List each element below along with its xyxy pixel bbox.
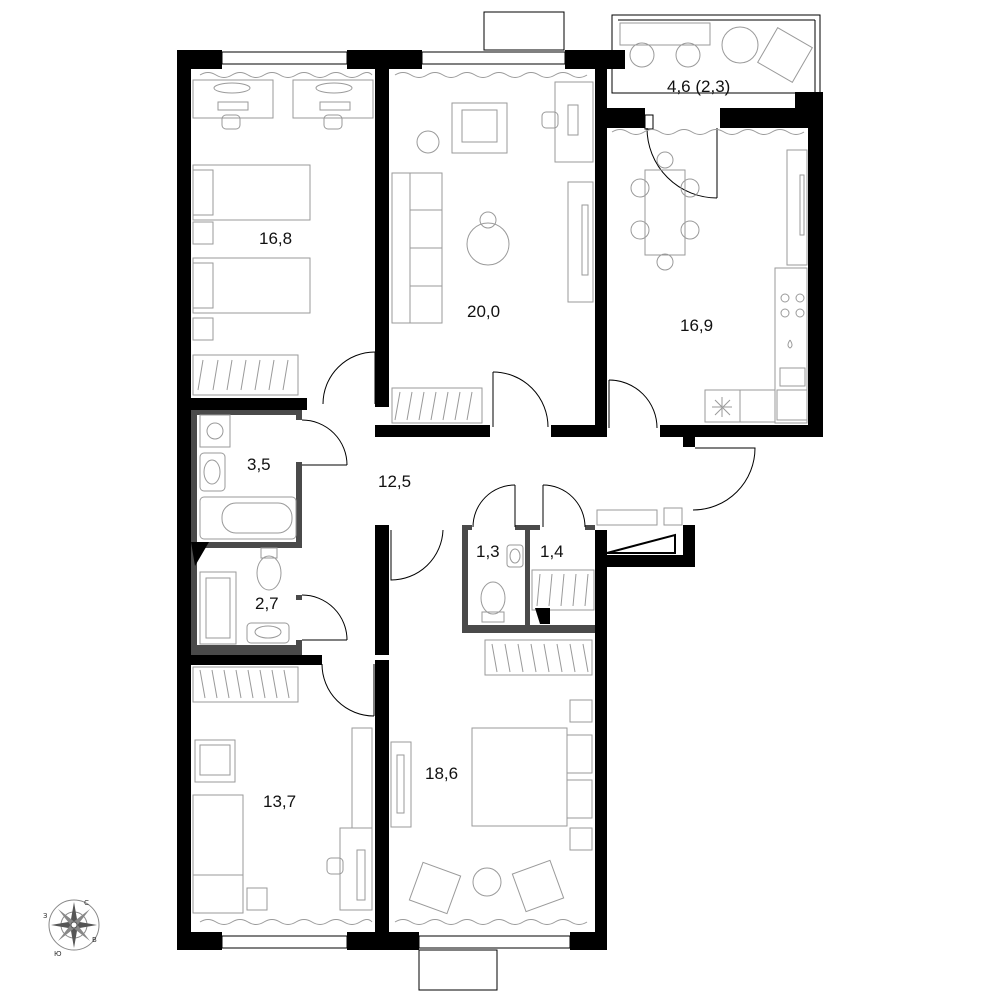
room-area-wc-small: 1,3	[476, 542, 500, 561]
room-area-living-room: 20,0	[467, 302, 500, 321]
compass-north-label: С	[84, 899, 89, 907]
bathroom-fixtures	[191, 414, 683, 645]
doors	[301, 114, 756, 717]
kitchen-furniture	[611, 129, 808, 424]
room-area-bathroom: 3,5	[247, 455, 271, 474]
exterior-walls	[177, 11, 823, 991]
room-area-kitchen: 16,9	[680, 316, 713, 335]
master-bedroom-furniture	[390, 639, 593, 925]
compass-west-label: З	[43, 912, 48, 920]
bedroom-a-furniture	[192, 72, 374, 396]
room-area-bedroom-b: 13,7	[263, 792, 296, 811]
living-room-furniture	[391, 72, 594, 424]
room-area-toilet: 2,7	[255, 594, 279, 613]
room-area-balcony: 4,6 (2,3)	[667, 77, 730, 96]
bedroom-b-furniture	[192, 666, 373, 925]
compass-east-label: В	[92, 936, 97, 944]
room-area-bedroom-a: 16,8	[259, 229, 292, 248]
balcony	[611, 14, 821, 94]
room-area-hallway: 12,5	[378, 472, 411, 491]
compass-south-label: Ю	[54, 950, 62, 958]
interior-walls	[191, 410, 595, 655]
compass-rose-icon	[48, 899, 100, 951]
room-area-storage: 1,4	[540, 542, 564, 561]
room-area-master-bedroom: 18,6	[425, 764, 458, 783]
